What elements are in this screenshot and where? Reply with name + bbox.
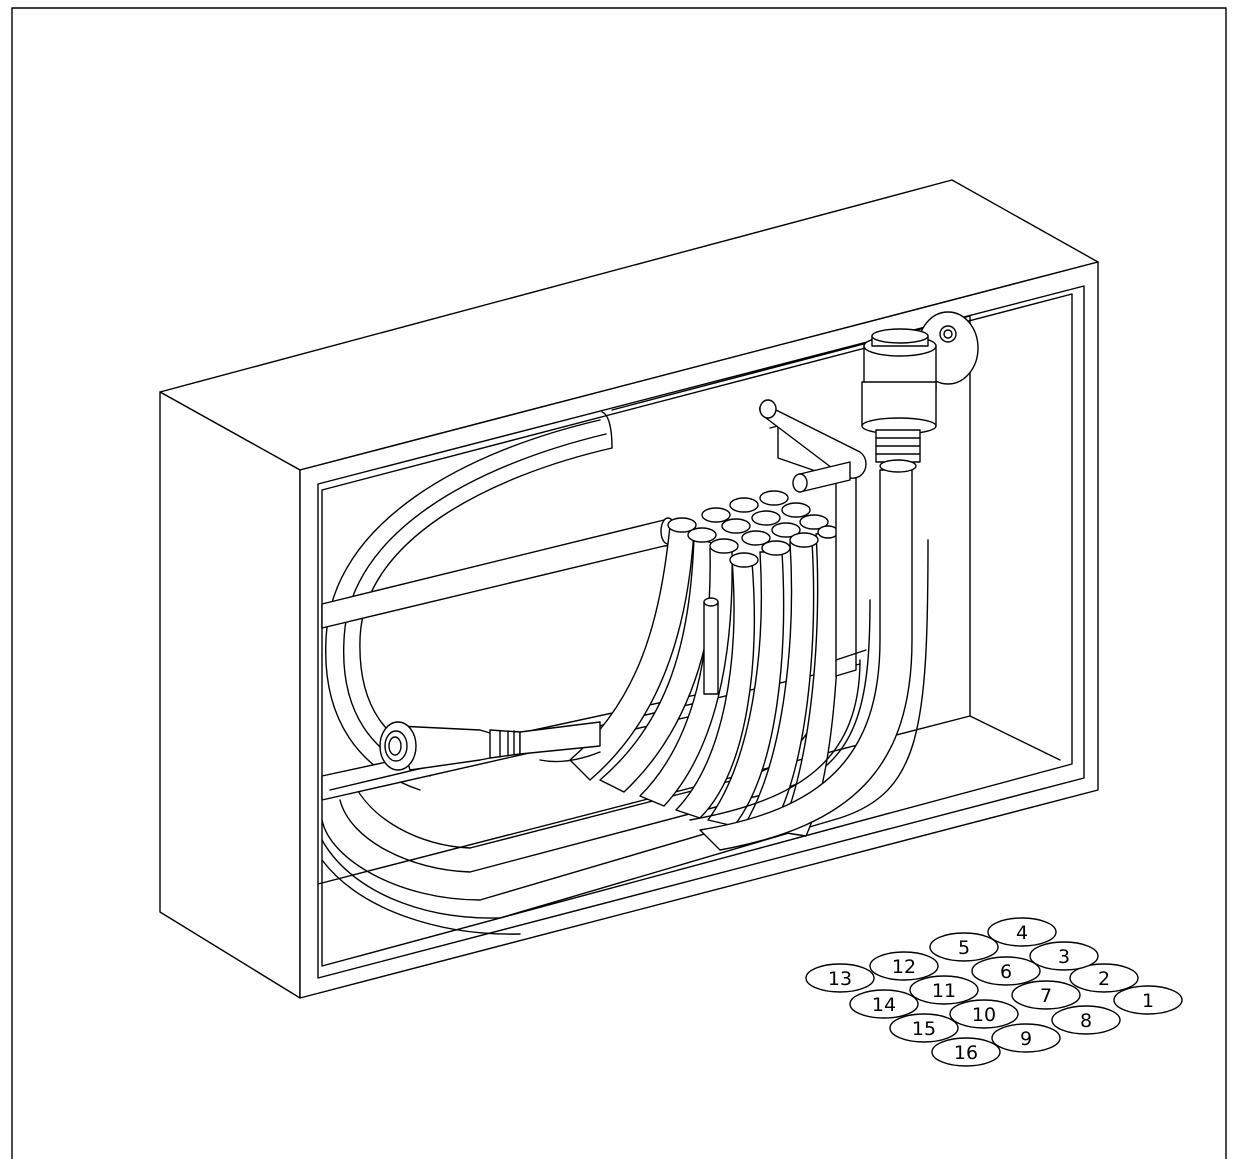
key-label: 13 [828,968,852,990]
cabinet-back-wall [317,315,971,885]
key-ellipse [931,1037,1001,1067]
key-ellipse [987,917,1057,947]
key-ellipse [949,999,1019,1029]
valve-assembly [861,311,979,473]
key-label: 11 [932,980,956,1002]
swing-arm [703,399,867,695]
cabinet-left-face [159,391,301,999]
key-ellipse [971,956,1041,986]
key-label: 7 [1040,985,1052,1007]
key-ellipse [1011,980,1081,1010]
key-label: 16 [954,1042,978,1064]
key-ellipse [1069,963,1139,993]
key-label: 10 [972,1004,996,1026]
key-ellipse [869,951,939,981]
key-label: 5 [958,937,970,959]
key-ellipse [805,963,875,993]
cabinet-opening-inner [321,293,1073,967]
key-label: 15 [912,1018,936,1040]
key-label: 9 [1020,1028,1032,1050]
key-ellipse [849,989,919,1019]
riser-hose [689,469,913,851]
key-label: 4 [1016,922,1028,944]
key-label: 8 [1080,1010,1092,1032]
key-ellipse [929,932,999,962]
key-label: 3 [1058,946,1070,968]
key-ellipse [1051,1005,1121,1035]
key-label: 12 [892,956,916,978]
hose-nozzle [379,721,601,771]
hose-bundle [569,490,840,837]
key-ellipse [889,1013,959,1043]
cabinet [159,179,1099,999]
key-ellipse [991,1023,1061,1053]
key-label: 6 [1000,961,1012,983]
key-ellipse [1029,941,1099,971]
key-ellipse [909,975,979,1005]
key-label: 2 [1098,968,1110,990]
key-ellipse [1113,985,1183,1015]
drawing-border [11,7,1227,1159]
key-label: 14 [872,994,896,1016]
key-label: 1 [1142,990,1154,1012]
